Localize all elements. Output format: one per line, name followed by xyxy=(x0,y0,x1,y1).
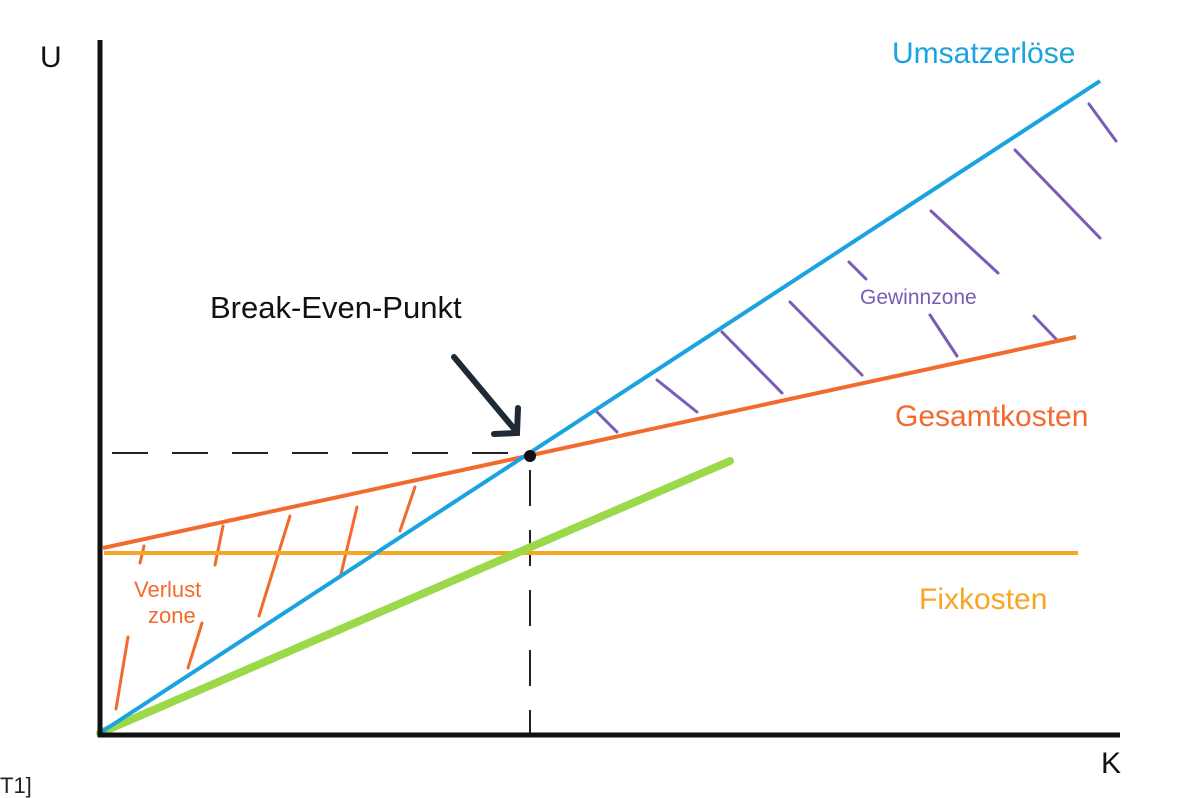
loss-zone-label-line2: zone xyxy=(148,603,196,628)
x-axis-label: K xyxy=(1101,747,1121,780)
loss-hatch-line xyxy=(398,485,417,533)
break-even-arrow xyxy=(451,354,521,437)
total-costs-label: Gesamtkosten xyxy=(895,400,1088,433)
loss-hatch-line xyxy=(186,621,204,670)
profit-hatch-line xyxy=(928,313,959,358)
profit-zone-hatching xyxy=(595,102,1118,434)
profit-hatch-line xyxy=(1087,102,1118,143)
loss-zone-hatching xyxy=(114,485,417,711)
total-costs-line xyxy=(102,335,1077,550)
profit-hatch-line xyxy=(655,378,699,414)
profit-hatch-line xyxy=(788,300,864,377)
loss-hatch-line xyxy=(114,635,130,711)
break-even-point xyxy=(524,450,536,462)
profit-hatch-line xyxy=(595,410,619,434)
profit-hatch-line xyxy=(1032,314,1058,341)
loss-hatch-line xyxy=(213,524,225,567)
profit-hatch-line xyxy=(929,209,1000,275)
profit-hatch-line xyxy=(720,330,784,395)
loss-zone-label-line1: Verlust xyxy=(134,577,201,602)
loss-hatch-line xyxy=(339,505,359,576)
profit-hatch-line xyxy=(847,260,868,281)
break-even-label: Break-Even-Punkt xyxy=(210,290,462,325)
revenue-line xyxy=(98,79,1102,735)
loss-hatch-line xyxy=(257,514,292,618)
profit-zone-label: Gewinnzone xyxy=(860,286,977,309)
y-axis-label: U xyxy=(40,41,62,74)
profit-hatch-line xyxy=(1013,148,1102,240)
revenue-label: Umsatzerlöse xyxy=(892,37,1075,70)
corner-text: T1] xyxy=(0,773,32,798)
variable-costs-line xyxy=(96,457,734,737)
fixed-costs-label: Fixkosten xyxy=(919,583,1047,616)
break-even-guides xyxy=(112,452,531,736)
